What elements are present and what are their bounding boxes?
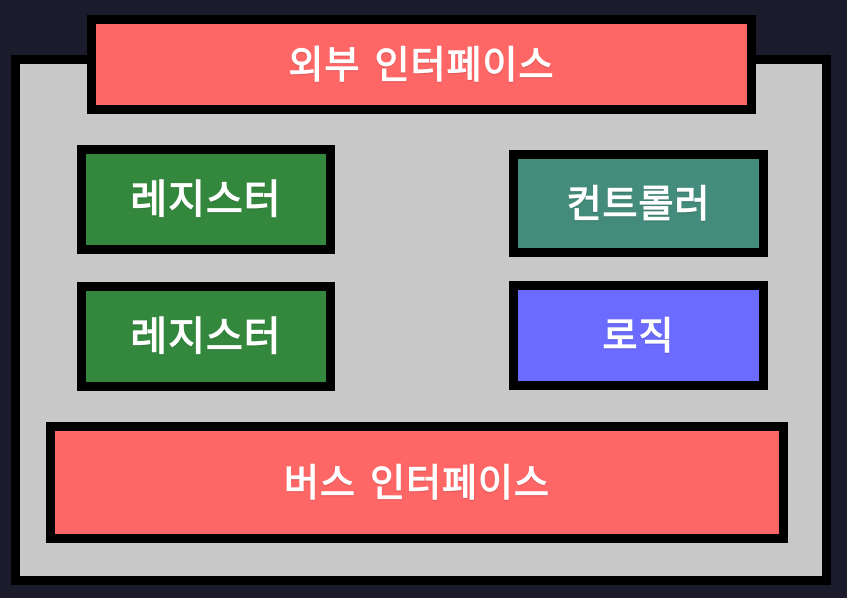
register-label-1: 레지스터 [130,176,282,223]
register-block-1: 레지스터 [77,145,335,254]
register-block-2: 레지스터 [77,282,335,391]
external-interface-block: 외부 인터페이스 [87,15,756,114]
bus-interface-label: 버스 인터페이스 [284,460,550,505]
bus-interface-block: 버스 인터페이스 [46,422,788,543]
register-label-2: 레지스터 [130,313,282,360]
external-interface-label: 외부 인터페이스 [288,42,555,87]
logic-label: 로직 [602,313,675,358]
controller-block: 컨트롤러 [509,150,768,257]
controller-label: 컨트롤러 [566,181,711,226]
logic-block: 로직 [509,281,768,390]
